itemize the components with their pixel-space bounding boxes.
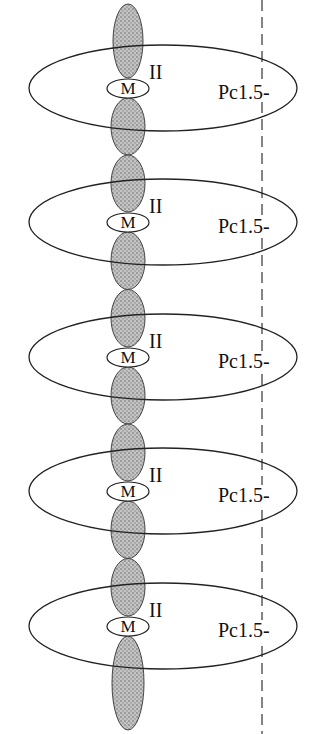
ring-label: Pc1.5- [216,351,272,371]
ring-label: Pc1.5- [216,485,272,505]
orbital-lobe [111,424,145,481]
ellipse-shape [107,348,149,367]
metal-symbol: M [120,214,135,231]
ellipse-shape [29,314,297,400]
phthalocyanine-ring: Pc1.5-MII [28,44,298,132]
oxidation-state: II [148,331,163,351]
oxidation-state: II [148,196,163,216]
orbital-lobe [111,367,145,424]
orbital-lobe [112,636,144,730]
metal-ellipse: MII [106,212,150,233]
ellipse-shape [29,583,297,669]
ellipse-shape [107,617,149,636]
oxidation-state: II [148,600,163,620]
metal-symbol: M [120,80,135,97]
orbital-lobe [111,98,145,155]
ring-label: Pc1.5- [216,216,272,236]
metal-symbol: M [120,349,135,366]
oxidation-state: II [148,465,163,485]
ellipse-shape [29,448,297,534]
oxidation-state: II [148,62,163,82]
metal-ellipse: MII [106,616,150,637]
metal-ellipse: MII [106,78,150,99]
ring-label: Pc1.5- [216,620,272,640]
metal-ellipse: MII [106,347,150,368]
orbital-lobe [111,290,145,348]
ring-label: Pc1.5- [216,82,272,102]
metal-ellipse: MII [106,481,150,502]
phthalocyanine-ring: Pc1.5-MII [28,178,298,266]
ellipse-shape [29,45,297,131]
orbital-lobe [111,155,145,212]
metal-symbol: M [120,618,135,635]
ellipse-shape [107,79,149,98]
ellipse-shape [107,213,149,232]
orbital-lobe [111,501,145,559]
ellipse-shape [107,482,149,501]
phthalocyanine-ring: Pc1.5-MII [28,582,298,670]
metal-symbol: M [120,483,135,500]
phthalocyanine-ring: Pc1.5-MII [28,313,298,401]
phthalocyanine-ring: Pc1.5-MII [28,447,298,535]
orbital-lobe [111,232,145,290]
orbital-lobe [111,559,145,617]
ellipse-shape [29,179,297,265]
orbital-lobe [113,4,143,78]
